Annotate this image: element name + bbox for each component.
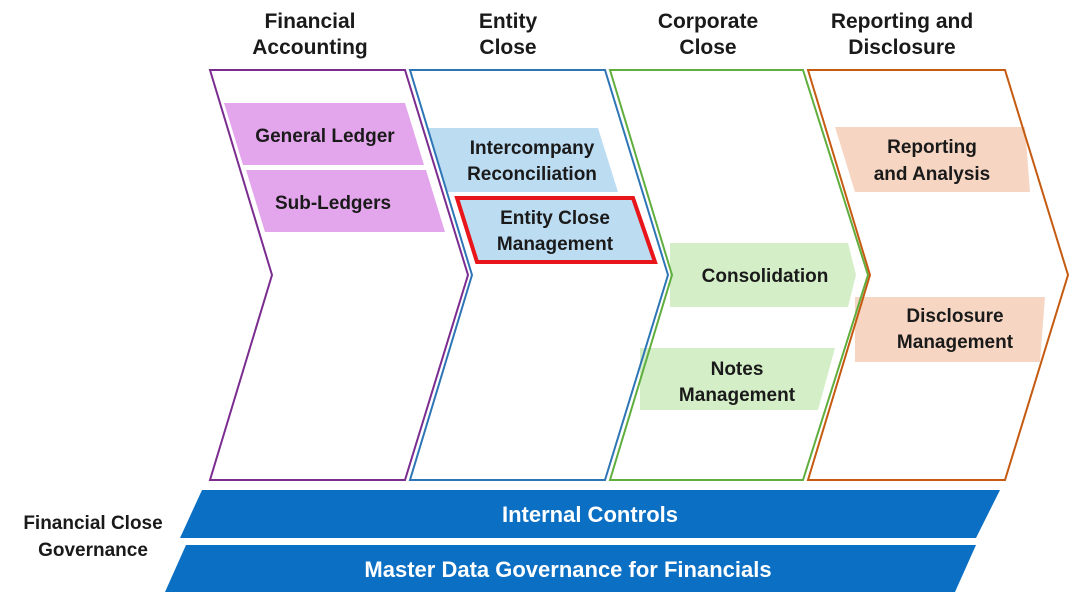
box-consolidation[interactable] <box>670 243 856 307</box>
label-disclosure-1: Disclosure <box>906 306 1003 327</box>
label-entity-close-1: Entity Close <box>500 208 610 229</box>
box-reporting-analysis[interactable] <box>835 127 1030 192</box>
label-intercompany-2: Reconciliation <box>467 164 597 185</box>
box-notes-management[interactable] <box>640 348 835 410</box>
header-entity-close-1: Entity <box>479 10 538 33</box>
band-master-data-governance[interactable] <box>165 545 976 592</box>
chevron-entity-close <box>408 69 670 481</box>
label-sub-ledgers: Sub-Ledgers <box>275 193 391 214</box>
label-entity-close-2: Management <box>497 234 614 255</box>
header-reporting-1: Reporting and <box>831 10 973 33</box>
header-financial-accounting-1: Financial <box>264 10 355 33</box>
label-reporting-1: Reporting <box>887 137 977 158</box>
governance-label-1: Financial Close <box>23 513 162 534</box>
header-financial-accounting-2: Accounting <box>252 36 368 59</box>
column-headers: Financial Accounting Entity Close Corpor… <box>252 10 973 59</box>
box-entity-close-management[interactable] <box>454 196 658 264</box>
header-reporting-2: Disclosure <box>848 36 955 59</box>
band-internal-controls[interactable] <box>180 490 1000 538</box>
header-corporate-close-1: Corporate <box>658 10 758 33</box>
box-sub-ledgers[interactable] <box>246 170 445 232</box>
label-notes-1: Notes <box>711 359 764 380</box>
band-master-data-governance-label: Master Data Governance for Financials <box>364 557 771 582</box>
chevron-corporate-close <box>608 69 870 481</box>
box-disclosure-management[interactable] <box>855 297 1045 362</box>
label-consolidation: Consolidation <box>702 266 829 287</box>
box-general-ledger[interactable] <box>224 103 424 165</box>
box-intercompany-reconciliation[interactable] <box>428 128 618 192</box>
label-notes-2: Management <box>679 385 796 406</box>
label-general-ledger: General Ledger <box>255 126 395 147</box>
label-intercompany-1: Intercompany <box>470 138 595 159</box>
band-internal-controls-label: Internal Controls <box>502 502 678 527</box>
governance-label-2: Governance <box>38 540 148 561</box>
header-corporate-close-2: Close <box>679 36 736 59</box>
label-disclosure-2: Management <box>897 332 1014 353</box>
chevron-financial-accounting <box>208 69 470 481</box>
chevron-reporting-disclosure <box>806 69 1070 481</box>
header-entity-close-2: Close <box>479 36 536 59</box>
label-reporting-2: and Analysis <box>874 164 991 185</box>
